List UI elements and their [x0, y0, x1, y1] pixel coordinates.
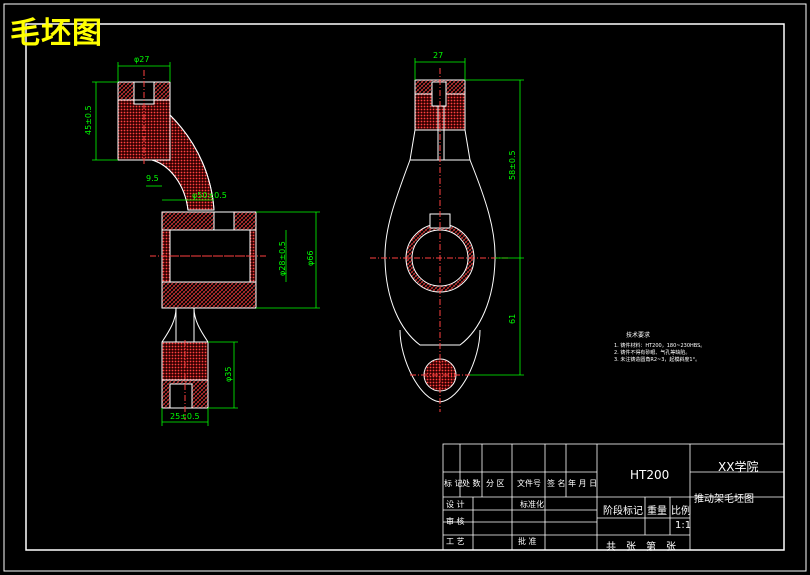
tb-stage-label: 阶段标记 — [603, 506, 643, 517]
tb-school: XX学院 — [718, 460, 759, 474]
tb-scale-value: 1:1 — [675, 520, 692, 531]
tb-header-cell: 年 月 日 — [568, 479, 598, 488]
tb-row-label: 审 核 — [446, 517, 465, 526]
dim-foot-width: 25±0.5 — [170, 412, 200, 421]
left-view — [117, 70, 268, 420]
notes-item: 1. 铸件材料：HT200，180~230HBS。 — [614, 343, 706, 349]
title-block — [442, 443, 785, 551]
tb-material: HT200 — [630, 468, 670, 482]
dim-bore-dia: φ28±0.5 — [278, 241, 287, 276]
right-dimensions — [414, 58, 524, 376]
tb-std-label: 标准化 — [520, 500, 544, 509]
notes-item: 2. 铸件不得有砂眼、气孔等缺陷。 — [614, 350, 691, 356]
tb-sheets-label: 共 张 第 张 — [606, 542, 676, 553]
dim-bore-top: φ50±0.5 — [192, 191, 227, 200]
left-dimensions — [92, 62, 320, 426]
tb-approve-label: 批 准 — [518, 537, 537, 546]
dim-left-height: 45±0.5 — [84, 105, 93, 135]
dim-foot-height: φ35 — [224, 366, 233, 382]
tb-header-cell: 签 名 — [547, 479, 566, 488]
right-body — [384, 159, 496, 346]
tb-header-cell: 文件号 — [517, 479, 541, 488]
tb-header-cell: 分 区 — [486, 479, 505, 488]
dim-top-width-left: φ27 — [134, 55, 150, 64]
dim-right-lower: 61 — [508, 313, 517, 324]
outer-frame — [3, 3, 807, 572]
technical-notes: 技术要求 1. 铸件材料：HT200，180~230HBS。 2. 铸件不得有砂… — [614, 332, 705, 364]
tb-row-label: 设 计 — [446, 500, 465, 509]
inner-frame — [25, 23, 785, 551]
dim-top-width-right: 27 — [433, 51, 444, 60]
tb-row-label: 工 艺 — [446, 537, 465, 546]
drawing-title: 毛坯图 — [10, 16, 103, 51]
right-view — [370, 68, 510, 412]
tb-header-cell: 标 记 — [444, 479, 463, 488]
notes-heading: 技术要求 — [626, 332, 651, 339]
dim-offset: 9.5 — [146, 174, 159, 183]
tb-scale-label: 比例 — [671, 506, 691, 517]
tb-weight-label: 重量 — [647, 506, 667, 517]
notes-item: 3. 未注铸造圆角R2~3，起模斜度1°。 — [614, 357, 701, 363]
tb-header-cell: 处 数 — [462, 479, 481, 488]
dim-right-upper: 58±0.5 — [508, 150, 517, 180]
dim-bore-height: φ66 — [306, 250, 315, 266]
tb-drawing-name: 推动架毛坯图 — [694, 494, 754, 505]
